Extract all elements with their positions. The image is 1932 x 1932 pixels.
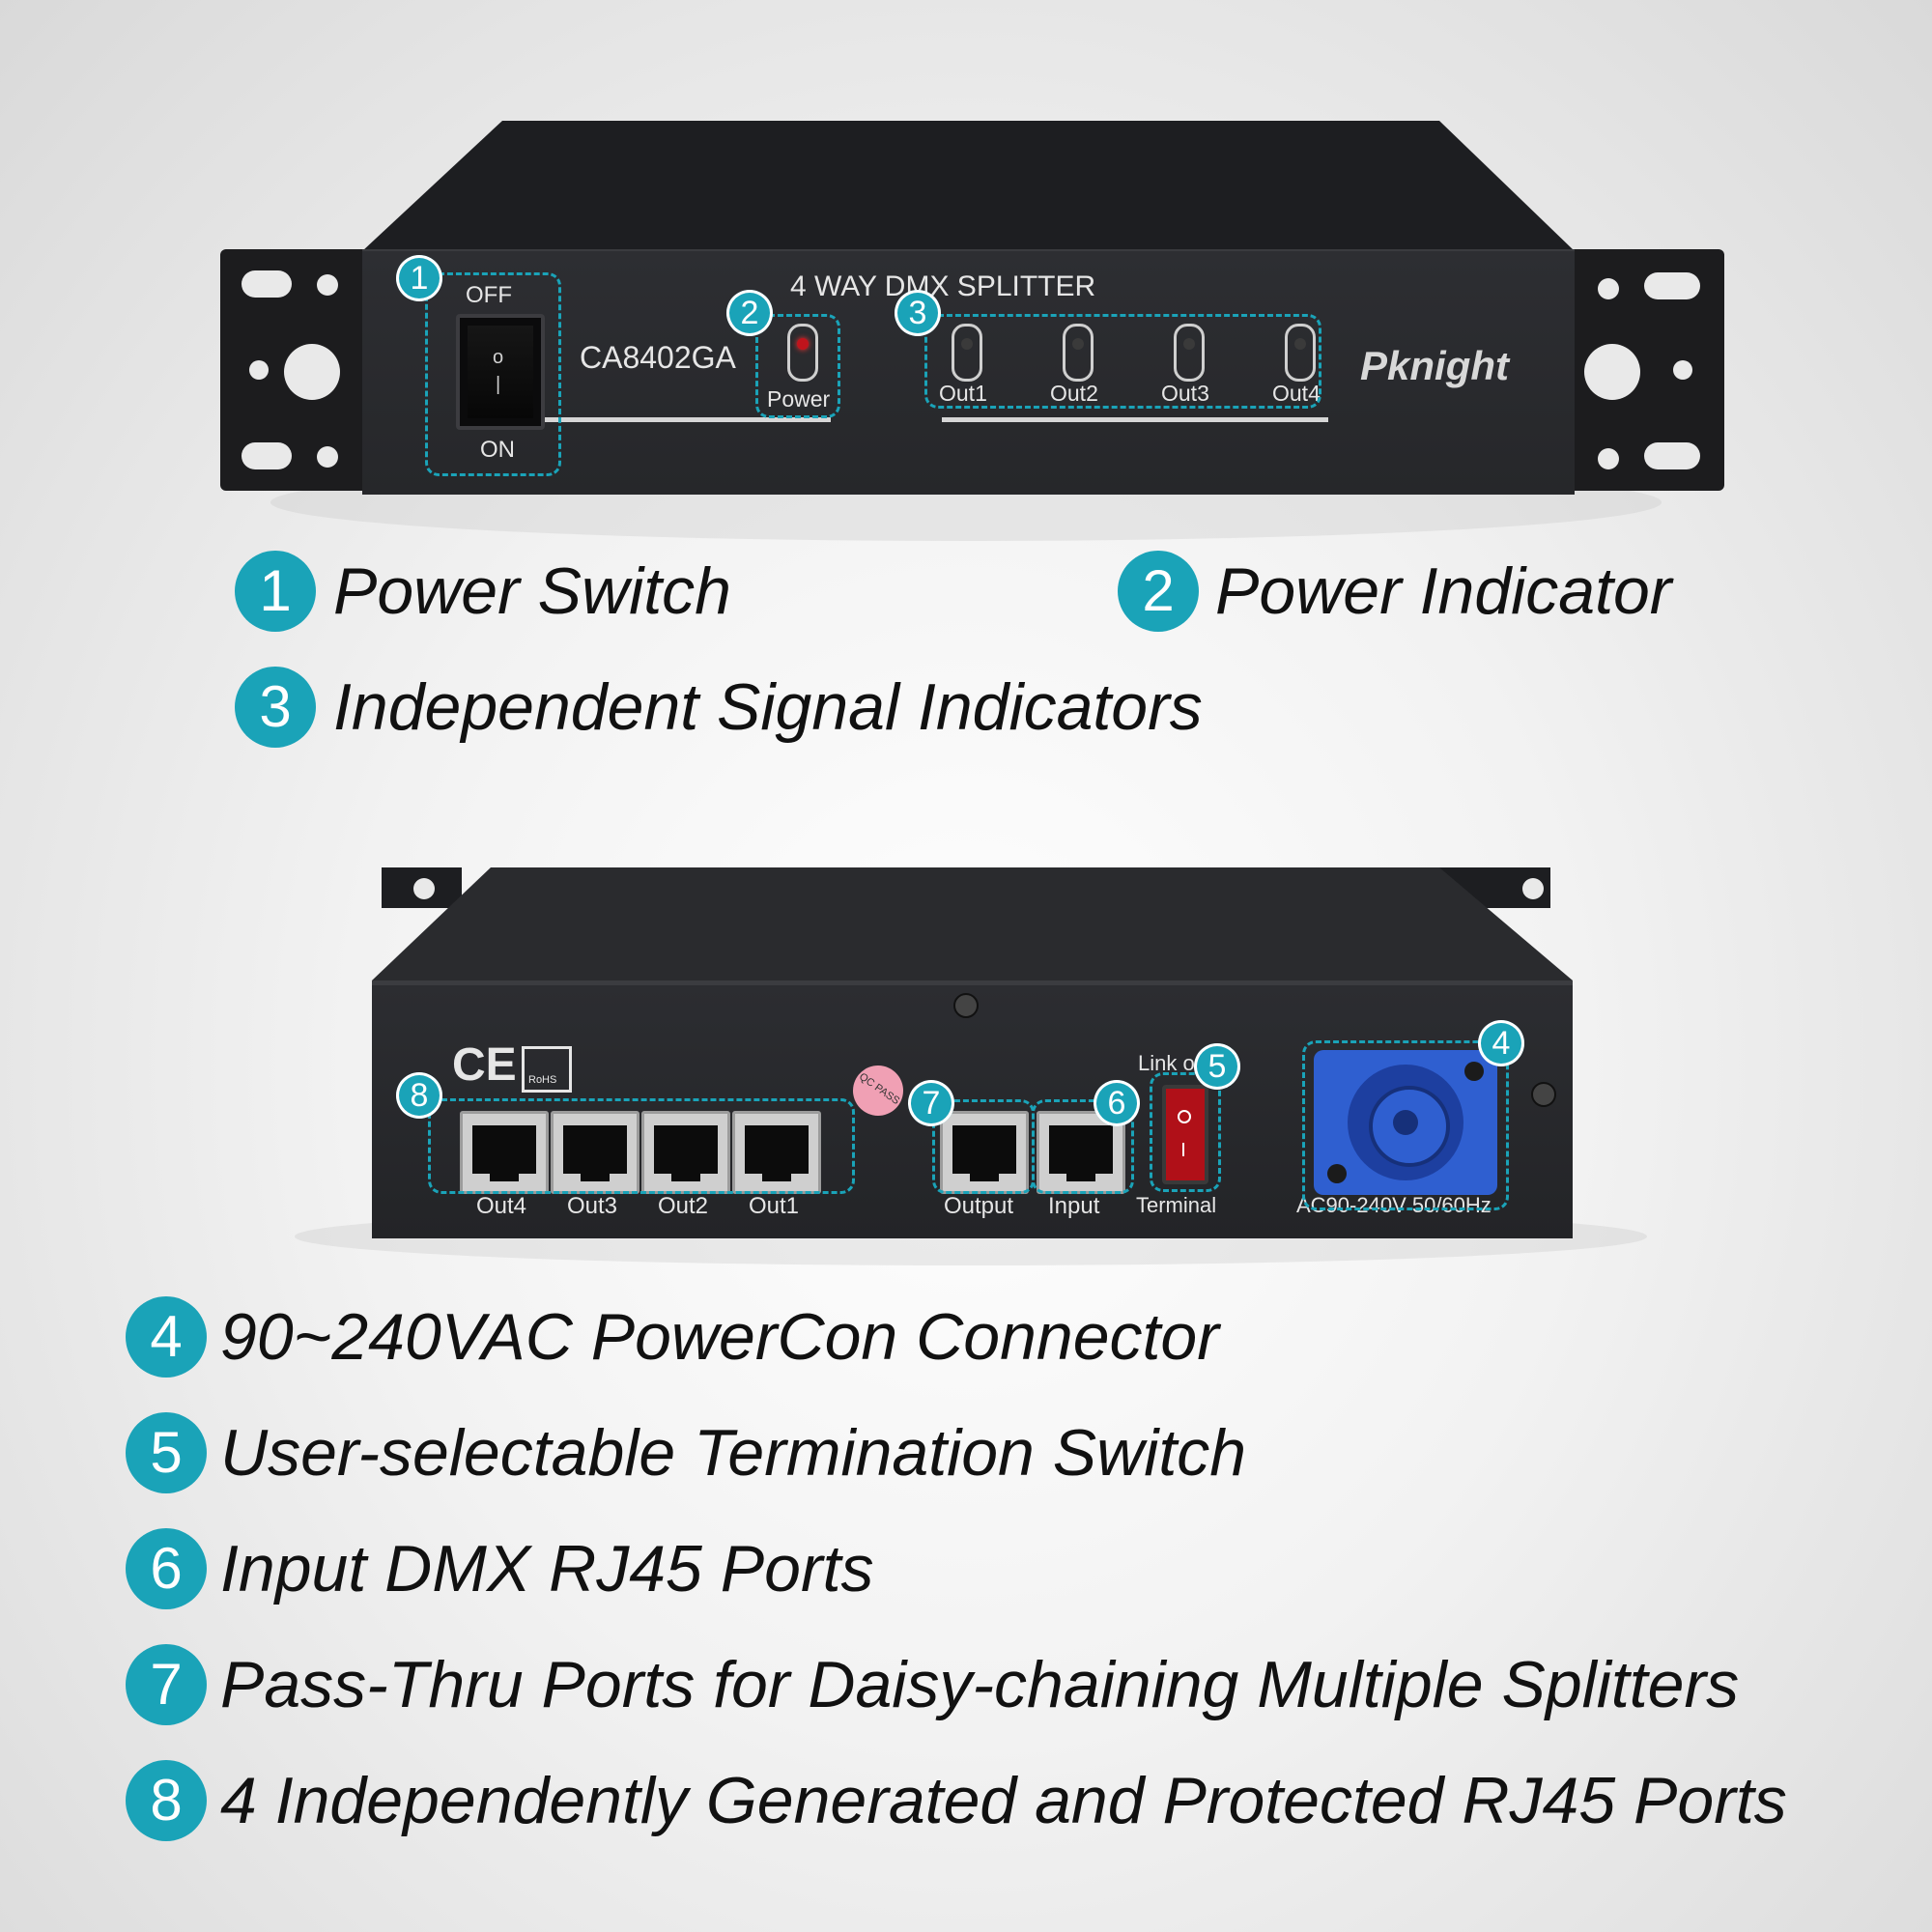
rj45-port-out2[interactable] (641, 1111, 730, 1194)
front-device: o | OFF ON CA8402GA 4 WAY DMX SPLITTER P… (0, 0, 1932, 541)
callout-badge-8: 8 (396, 1072, 442, 1119)
legend-badge-3: 3 (235, 667, 316, 748)
brand-logo: Pknight (1360, 343, 1509, 388)
legend-text-1: Power Switch (333, 554, 731, 628)
right-rack-ear (1555, 249, 1724, 491)
legend-badge-7: 7 (126, 1644, 207, 1725)
power-led-label: Power (767, 386, 831, 412)
rj45-port-out1[interactable] (732, 1111, 821, 1194)
ce-mark: CE (452, 1039, 517, 1091)
port-label-output: Output (944, 1193, 1014, 1219)
callout-badge-5: 5 (1194, 1043, 1240, 1090)
legend-text-7: Pass-Thru Ports for Daisy-chaining Multi… (220, 1648, 1740, 1721)
legend-badge-1: 1 (235, 551, 316, 632)
port-label-input: Input (1048, 1193, 1100, 1219)
ac-rating-label: AC90-240V 50/60Hz (1296, 1193, 1492, 1217)
rj45-port-out4[interactable] (460, 1111, 549, 1194)
callout-box-3 (924, 314, 1321, 409)
link-label: Link o (1138, 1051, 1195, 1075)
callout-box-1 (425, 272, 561, 476)
callout-box-5 (1150, 1072, 1221, 1192)
callout-box-6 (1032, 1099, 1134, 1194)
port-label-out2: Out2 (658, 1193, 709, 1219)
legend-text-2: Power Indicator (1215, 554, 1672, 628)
switch-on-label: ON (480, 437, 515, 463)
left-rack-ear (220, 249, 375, 491)
port-label-out1: Out1 (749, 1193, 800, 1219)
legend-badge-4: 4 (126, 1296, 207, 1378)
callout-box-4 (1302, 1040, 1509, 1210)
out1-led (952, 324, 982, 382)
front-face (362, 249, 1575, 495)
port-label-out4: Out4 (476, 1193, 527, 1219)
callout-badge-6: 6 (1094, 1080, 1140, 1126)
switch-symbol-on: | (496, 374, 501, 395)
rear-screw-top (953, 993, 979, 1018)
model-number: CA8402GA (580, 340, 736, 375)
callout-badge-7: 7 (908, 1080, 954, 1126)
out3-led (1174, 324, 1205, 382)
port-label-out3: Out3 (567, 1193, 618, 1219)
legend-text-4: 90~240VAC PowerCon Connector (220, 1300, 1219, 1374)
callout-badge-2: 2 (726, 290, 773, 336)
rj45-port-output[interactable] (940, 1111, 1029, 1194)
legend-badge-6: 6 (126, 1528, 207, 1609)
powercon-connector[interactable] (1314, 1050, 1497, 1195)
front-title: 4 WAY DMX SPLITTER (790, 270, 1096, 302)
out3-led-label: Out3 (1161, 381, 1209, 406)
rear-device: CE RoHS QC PASS Out4 Out3 Out2 Out1 Outp… (0, 850, 1932, 1275)
callout-badge-1: 1 (396, 255, 442, 301)
power-rocker-switch[interactable]: o | (456, 314, 545, 430)
rear-screw-right (1531, 1082, 1556, 1107)
legend-badge-2: 2 (1118, 551, 1199, 632)
switch-off-label: OFF (466, 282, 512, 308)
rohs-mark: RoHS (522, 1046, 572, 1093)
legend-text-3: Independent Signal Indicators (333, 670, 1203, 744)
switch-symbol-off: o (493, 347, 504, 368)
callout-badge-4: 4 (1478, 1020, 1524, 1066)
out4-led (1285, 324, 1316, 382)
termination-switch[interactable] (1162, 1085, 1208, 1184)
legend-text-8: 4 Independently Generated and Protected … (220, 1764, 1787, 1837)
out2-led-label: Out2 (1050, 381, 1098, 406)
legend-badge-5: 5 (126, 1412, 207, 1493)
face-stripe-left (536, 417, 831, 422)
callout-box-8 (428, 1098, 855, 1194)
callout-badge-3: 3 (895, 290, 941, 336)
out2-led (1063, 324, 1094, 382)
qc-pass-label: QC PASS (857, 1070, 902, 1108)
legend-text-5: User-selectable Termination Switch (220, 1416, 1247, 1490)
legend-badge-8: 8 (126, 1760, 207, 1841)
power-led (787, 324, 818, 382)
legend-text-6: Input DMX RJ45 Ports (220, 1532, 874, 1605)
face-stripe-right (942, 417, 1328, 422)
rohs-label: RoHS (528, 1074, 557, 1086)
terminal-label: Terminal (1136, 1193, 1217, 1217)
out1-led-label: Out1 (939, 381, 987, 406)
callout-box-2 (755, 314, 840, 418)
